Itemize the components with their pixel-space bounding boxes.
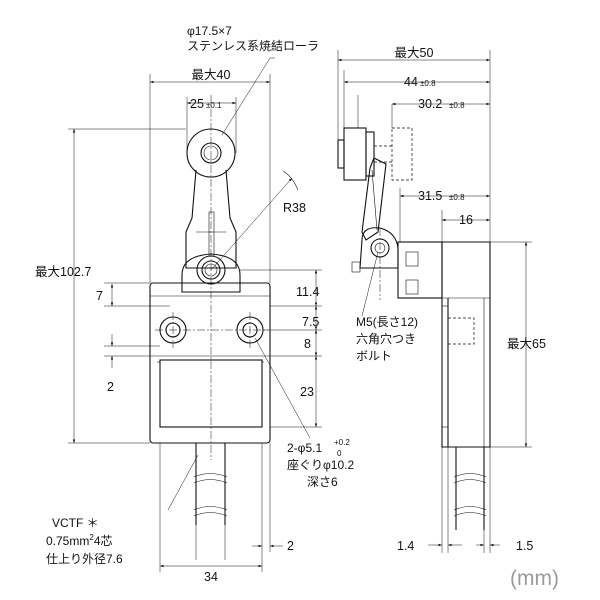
hole-note-tol-upper: +0.2 [334, 438, 350, 447]
dim-side-overall-width: 最大50 [395, 46, 434, 60]
switch-body [149, 282, 271, 444]
dim-roller-pitch-tol: ±0.1 [206, 101, 222, 110]
bolt-note-line2: 六角穴つき [356, 331, 416, 346]
side-view: 最大50 44 ±0.8 30.2 ±0.8 31.5 ±0.8 16 最大65… [337, 46, 546, 553]
dim-overall-height: 最大102.7 [35, 265, 91, 279]
hole-note-tol-lower: 0 [337, 449, 342, 458]
mounting-holes [155, 312, 268, 348]
cable [193, 443, 228, 525]
dim-1-5: 1.5 [516, 539, 533, 553]
side-extension-lines [337, 50, 532, 553]
dim-44-tol: ±0.8 [420, 79, 436, 88]
dim-overall-width: 最大40 [192, 68, 231, 82]
side-cable [453, 447, 487, 530]
dim-31-5: 31.5 [418, 189, 442, 203]
dim-8: 8 [304, 337, 311, 351]
hole-note-line2: 座ぐりφ10.2 [287, 457, 354, 472]
dim-side-overall-height: 最大65 [507, 337, 546, 351]
dim-30-2: 30.2 [418, 97, 442, 111]
roller-note-line1: φ17.5×7 [187, 24, 232, 38]
dim-roller-pitch: 25 [190, 97, 204, 111]
bolt-note-line3: ボルト [356, 349, 392, 363]
front-extension-lines [68, 74, 322, 572]
dim-7-5: 7.5 [302, 315, 319, 329]
dim-1-4: 1.4 [397, 539, 414, 553]
dim-11-4: 11.4 [296, 285, 319, 299]
dim-2-bottom: 2 [287, 539, 294, 553]
front-leaders [167, 57, 311, 511]
front-view: φ17.5×7 ステンレス系焼結ローラ 最大40 25 ±0.1 R38 最大1… [35, 24, 354, 584]
unit-label: (mm) [510, 567, 559, 590]
hole-note-line3: 深さ6 [307, 475, 338, 489]
cable-note-line1: VCTF ＊ [52, 516, 99, 530]
dim-23: 23 [300, 385, 314, 399]
dim-16: 16 [459, 213, 473, 227]
cable-note-line3: 仕上り外径7.6 [46, 552, 123, 566]
bolt-note-line1: M5(長さ12) [356, 315, 418, 329]
cable-note-line2: 0.75mm24芯 [46, 533, 113, 548]
dim-31-5-tol: ±0.8 [449, 193, 465, 202]
dim-34: 34 [204, 570, 218, 584]
hole-note-line1: 2-φ5.1 [287, 441, 322, 455]
dim-30-2-tol: ±0.8 [449, 101, 465, 110]
front-dimension-lines [72, 80, 318, 568]
dim-7: 7 [96, 289, 103, 303]
dim-44: 44 [404, 75, 418, 89]
dim-lever-radius: R38 [283, 201, 306, 215]
side-roller [337, 127, 413, 181]
bolt-leader [361, 251, 379, 317]
roller-note-line2: ステンレス系焼結ローラ [187, 39, 319, 53]
dim-2-left: 2 [107, 380, 114, 394]
side-dimension-lines [338, 58, 528, 547]
